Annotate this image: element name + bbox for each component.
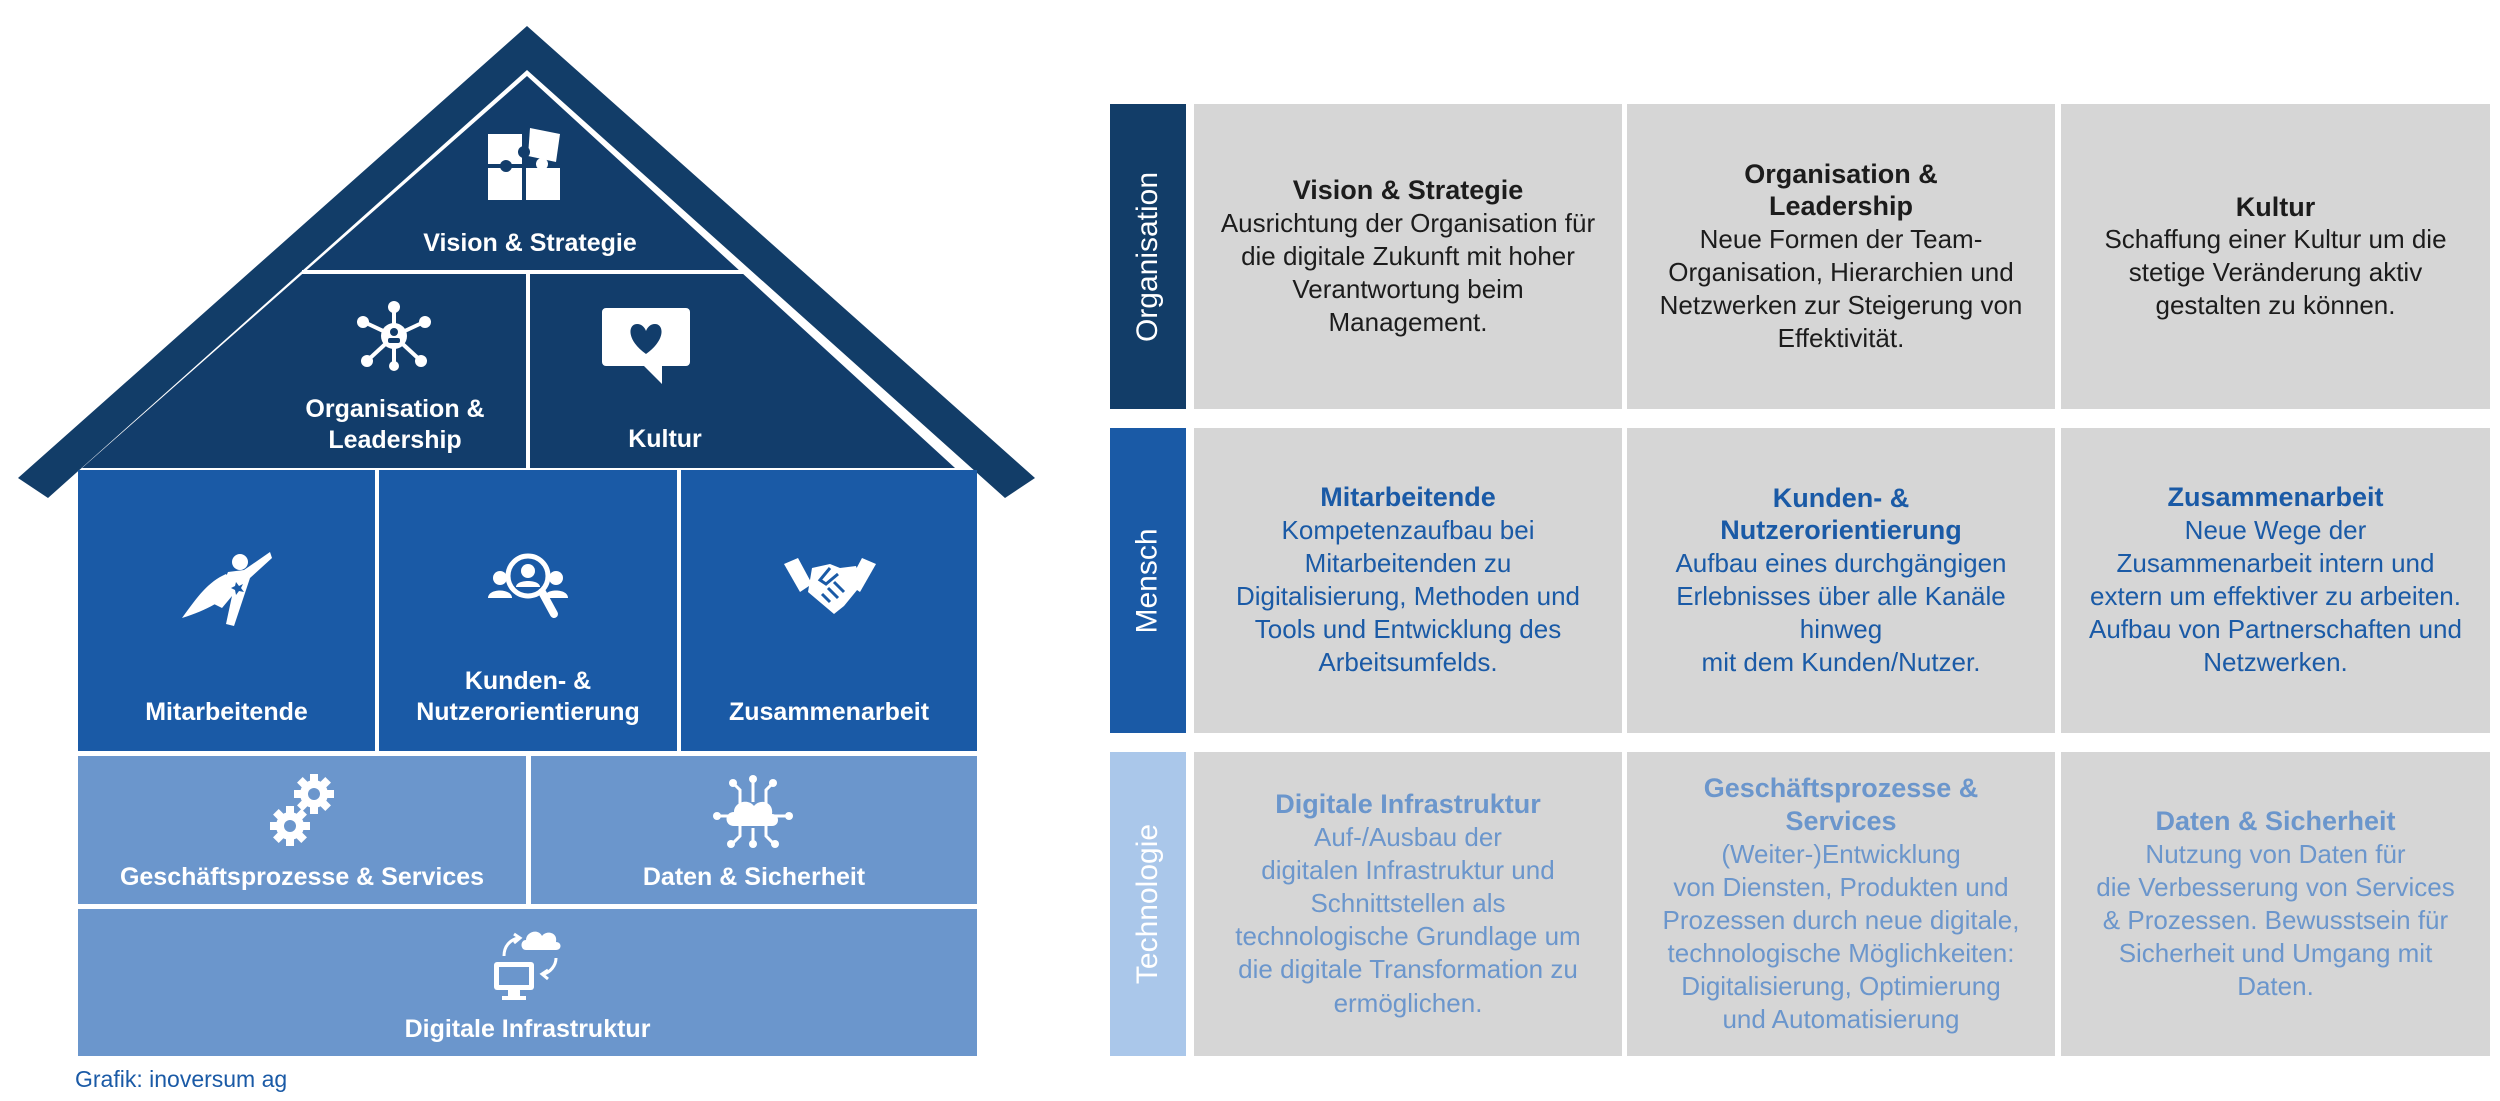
block-kunden bbox=[379, 470, 677, 751]
cell-description: Kompetenzaufbau bei Mitarbeitenden zu Di… bbox=[1236, 515, 1580, 678]
row-label-organisation: Organisation bbox=[1110, 104, 1186, 409]
house-label-geschaeft: Geschäftsprozesse & Services bbox=[119, 863, 485, 891]
cell-description: Nutzung von Daten für die Verbesserung v… bbox=[2096, 838, 2455, 1001]
cell-title: Vision & Strategie bbox=[1292, 175, 1524, 205]
block-mitarbeitende bbox=[78, 470, 375, 751]
user-focus-icon bbox=[488, 553, 568, 618]
cell-kultur: Kultur Schaffung einer Kultur um die ste… bbox=[2061, 104, 2490, 409]
cell-title: Mitarbeitende bbox=[1320, 482, 1496, 513]
cell-description: Schaffung einer Kultur um die stetige Ve… bbox=[2104, 224, 2447, 321]
cell-title: Organisation & Leadership bbox=[1744, 158, 1938, 222]
cell-description: Neue Wege der Zusammenarbeit intern und … bbox=[2089, 515, 2462, 678]
row-label-mensch-text: Mensch bbox=[1131, 527, 1165, 634]
cell-daten-sicherheit: Daten & Sicherheit Nutzung von Daten für… bbox=[2061, 752, 2490, 1056]
cell-vision-strategie: Vision & Strategie Ausrichtung der Organ… bbox=[1194, 104, 1622, 409]
network-icon bbox=[357, 301, 431, 371]
cell-kunden-nutzerorientierung: Kunden- & Nutzerorientierung Aufbau eine… bbox=[1627, 428, 2055, 733]
cell-mitarbeitende: Mitarbeitende Kompetenzaufbau bei Mitarb… bbox=[1194, 428, 1622, 733]
cell-description: Ausrichtung der Organisation für die dig… bbox=[1220, 207, 1596, 337]
house-label-kultur: Kultur bbox=[628, 425, 702, 453]
cell-digitale-infrastruktur: Digitale Infrastruktur Auf-/Ausbau der d… bbox=[1194, 752, 1622, 1056]
row-label-organisation-text: Organisation bbox=[1131, 171, 1165, 342]
cell-title: Kultur bbox=[2235, 191, 2316, 222]
credit-text: Grafik: inoversum ag bbox=[75, 1066, 288, 1092]
cloud-network-icon bbox=[713, 775, 793, 848]
cell-description: (Weiter-)Entwicklung von Diensten, Produ… bbox=[1662, 838, 2020, 1034]
cell-title: Geschäftsprozesse & Services bbox=[1703, 773, 1979, 836]
cell-zusammenarbeit: Zusammenarbeit Neue Wege der Zusammenarb… bbox=[2061, 428, 2490, 733]
house-label-infrastruktur: Digitale Infrastruktur bbox=[404, 1015, 651, 1043]
house-label-zusammenarbeit: Zusammenarbeit bbox=[728, 698, 930, 726]
cell-title: Daten & Sicherheit bbox=[2155, 805, 2396, 836]
house-label-organisation: Organisation & Leadership bbox=[305, 395, 485, 455]
row-label-technologie-text: Technologie bbox=[1131, 823, 1164, 985]
cell-title: Zusammenarbeit bbox=[2167, 482, 2384, 513]
handshake-icon bbox=[784, 558, 876, 614]
gears-icon bbox=[270, 774, 334, 846]
heart-speech-icon bbox=[602, 308, 690, 384]
superhero-icon bbox=[182, 552, 272, 626]
row-label-mensch: Mensch bbox=[1110, 428, 1186, 733]
row-label-technologie: Technologie bbox=[1110, 752, 1186, 1056]
house-label-mitarbeitende: Mitarbeitende bbox=[145, 698, 308, 726]
house-label-vision: Vision & Strategie bbox=[423, 229, 637, 257]
house-label-kunden: Kunden- & Nutzerorientierung bbox=[416, 667, 640, 727]
cell-description: Neue Formen der Team- Organisation, Hier… bbox=[1659, 224, 2023, 354]
block-zusammenarbeit bbox=[681, 470, 977, 751]
cell-organisation-leadership: Organisation & Leadership Neue Formen de… bbox=[1627, 104, 2055, 409]
cell-title: Kunden- & Nutzerorientierung bbox=[1720, 482, 1962, 546]
cell-description: Auf-/Ausbau der digitalen Infrastruktur … bbox=[1235, 822, 1581, 1018]
cell-description: Aufbau eines durchgängigen Erlebnisses ü… bbox=[1675, 548, 2007, 678]
puzzle-icon bbox=[488, 128, 560, 200]
cell-title: Digitale Infrastruktur bbox=[1275, 789, 1541, 820]
cell-geschaeftsprozesse-services: Geschäftsprozesse & Services (Weiter-)En… bbox=[1627, 752, 2055, 1056]
house-label-daten: Daten & Sicherheit bbox=[642, 863, 866, 891]
computer-cloud-sync-icon bbox=[494, 931, 561, 1000]
